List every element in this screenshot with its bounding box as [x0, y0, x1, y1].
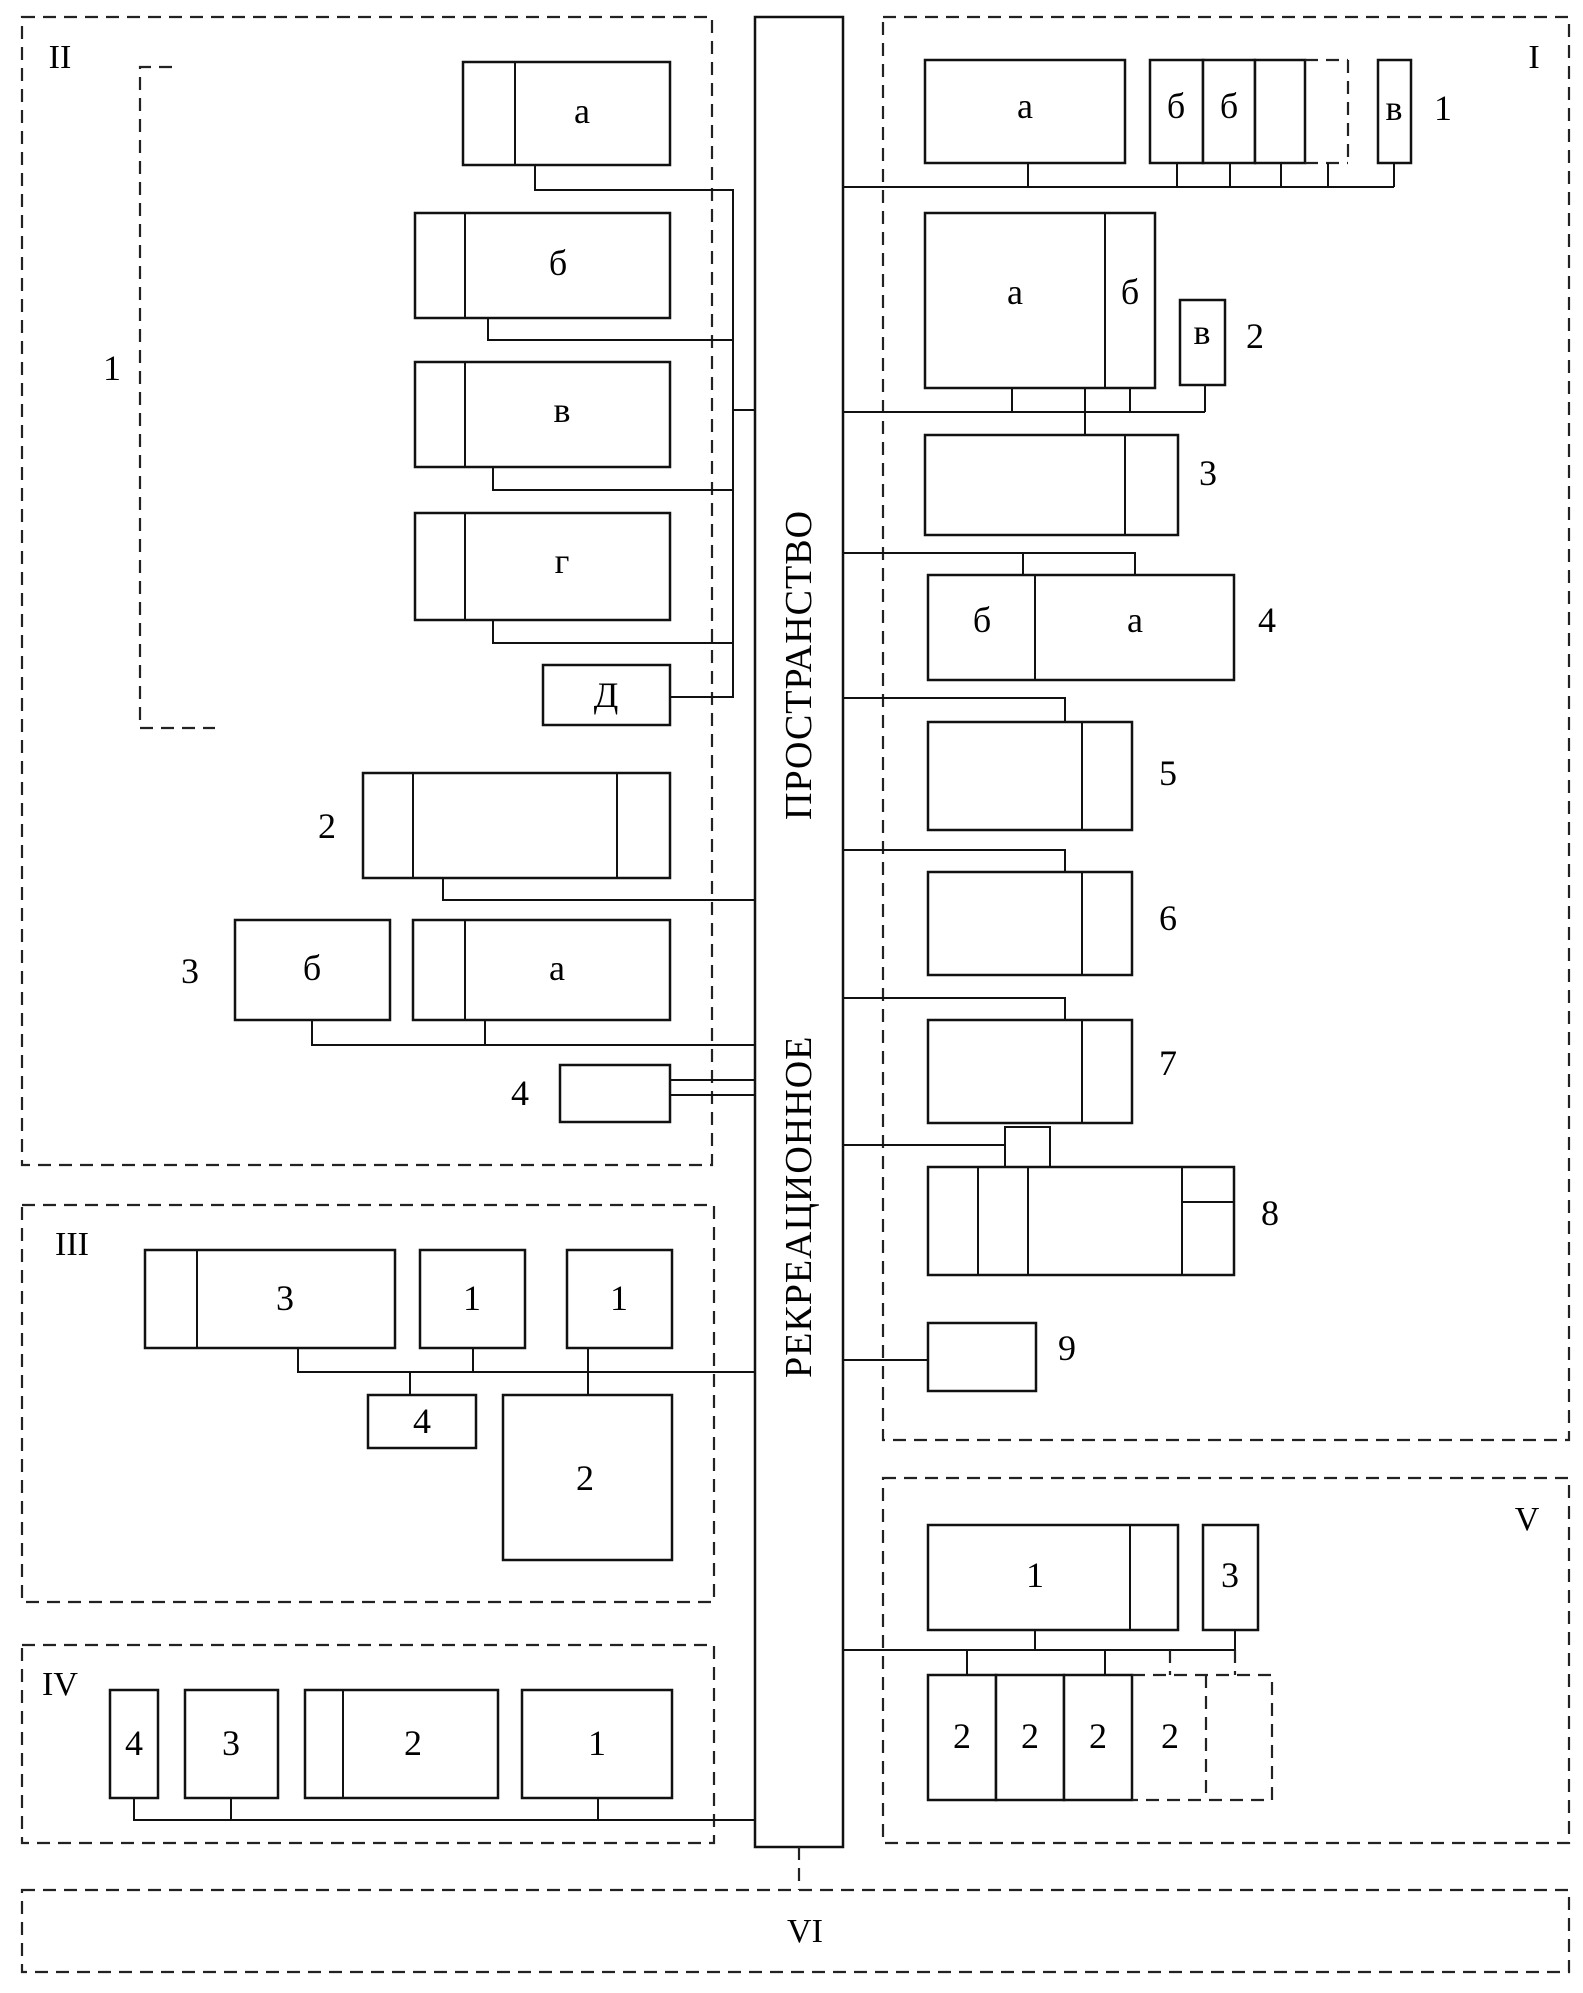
room-label: 1 [1026, 1555, 1044, 1595]
zone-II-group-2: 2 [318, 771, 755, 901]
room-label: б [973, 600, 991, 640]
zone-II-title: II [49, 39, 72, 76]
room-label: б [1167, 86, 1185, 126]
room-label: б [1220, 86, 1238, 126]
zone-I-group-4: б а 4 [843, 552, 1276, 682]
room-label: а [574, 91, 590, 131]
zone-III-title: III [55, 1226, 89, 1263]
zone-II: II 1 а б в г Д 2 б [20, 15, 755, 1167]
room-label: Д [594, 675, 619, 715]
group-number: 4 [511, 1073, 529, 1113]
group-number: 1 [103, 348, 121, 388]
zone-I-group-6: 6 [843, 849, 1177, 977]
zone-VI: VI [20, 1847, 1571, 1974]
zone-V-title: V [1515, 1501, 1540, 1538]
group-number: 3 [181, 951, 199, 991]
room-label: 3 [276, 1278, 294, 1318]
room-label: 3 [222, 1723, 240, 1763]
zone-III: III 3 1 1 4 2 [20, 1203, 755, 1604]
zone-IV: IV 4 3 2 1 [20, 1643, 755, 1845]
group-number: 2 [318, 806, 336, 846]
zone-I-title: I [1528, 39, 1539, 76]
corridor-text-upper: ПРОСТРАНСТВО [778, 510, 820, 820]
room-label: 2 [1021, 1716, 1039, 1756]
group-number: 1 [1434, 88, 1452, 128]
group-number: 4 [1258, 600, 1276, 640]
group-number: 6 [1159, 898, 1177, 938]
group-number: 5 [1159, 753, 1177, 793]
room-label: 1 [588, 1723, 606, 1763]
room-label: а [1127, 600, 1143, 640]
group-1-bracket [138, 65, 215, 730]
zone-II-group-3: б а 3 [181, 918, 755, 1046]
zone-II-group-4: 4 [511, 1063, 755, 1124]
room-label: 4 [413, 1401, 431, 1441]
room-label: б [549, 243, 567, 283]
room-label: 2 [1089, 1716, 1107, 1756]
zone-I-group-2: а б в 2 [843, 211, 1264, 413]
corridor-text-lower: РЕКРЕАЦИОННОЕ [778, 1036, 820, 1378]
room-label: 2 [404, 1723, 422, 1763]
group-number: 3 [1199, 453, 1217, 493]
room-label: а [1007, 272, 1023, 312]
room-label: г [555, 541, 570, 581]
room-label: б [1121, 272, 1139, 312]
zone-V: V 1 3 2 2 2 2 [843, 1476, 1571, 1845]
group-number: 2 [1246, 316, 1264, 356]
room-label: а [1017, 86, 1033, 126]
group-number: 8 [1261, 1193, 1279, 1233]
room-label: в [554, 390, 571, 430]
room-label: 2 [576, 1458, 594, 1498]
zone-I: I а б б в 1 а б в 2 [843, 15, 1571, 1442]
room-label: 2 [953, 1716, 971, 1756]
zone-I-group-8: 8 [843, 1126, 1279, 1277]
room-label: в [1386, 88, 1403, 128]
zone-I-group-1: а б б в 1 [843, 58, 1452, 188]
room-label: 3 [1221, 1555, 1239, 1595]
zone-IV-title: IV [42, 1666, 78, 1703]
group-number: 9 [1058, 1328, 1076, 1368]
room-label: 1 [610, 1278, 628, 1318]
room-label: 2 [1161, 1716, 1179, 1756]
zone-VI-title: VI [787, 1913, 823, 1950]
zone-I-group-5: 5 [843, 697, 1177, 832]
room-label: б [303, 948, 321, 988]
zone-I-group-7: 7 [843, 997, 1177, 1125]
group-number: 7 [1159, 1043, 1177, 1083]
zone-I-group-9: 9 [843, 1321, 1076, 1393]
room-label: 1 [463, 1278, 481, 1318]
room-label: в [1194, 312, 1211, 352]
room-label: а [549, 948, 565, 988]
zone-I-group-3: 3 [923, 412, 1217, 537]
recreation-corridor: ПРОСТРАНСТВО РЕКРЕАЦИОННОЕ [753, 15, 845, 1849]
room-label: 4 [125, 1723, 143, 1763]
